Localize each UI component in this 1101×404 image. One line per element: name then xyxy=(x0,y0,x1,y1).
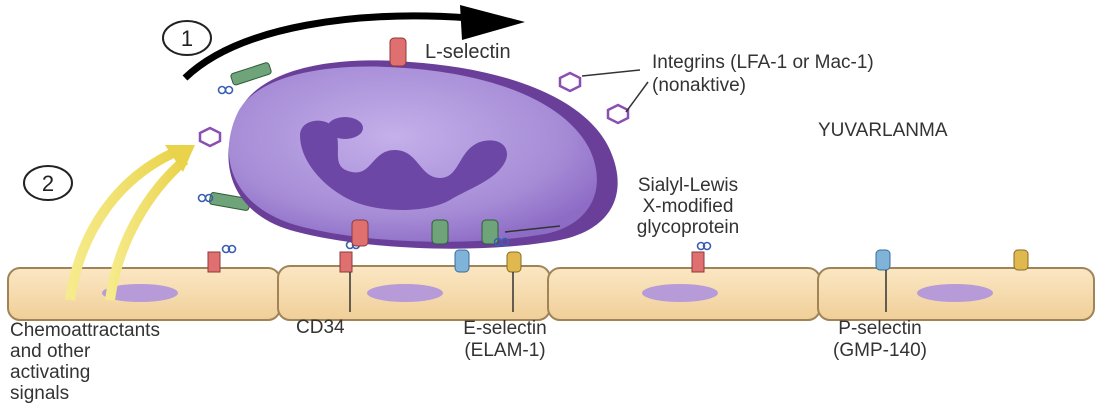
integrin-icon xyxy=(560,73,580,91)
cd34-stalk-2 xyxy=(340,252,352,272)
sialyl-label-line3: glycoprotein xyxy=(637,217,739,238)
step-1-number: 1 xyxy=(181,26,193,51)
nucleus-lobe xyxy=(327,117,363,139)
glycan-icon xyxy=(226,87,233,94)
p-selectin-stalk xyxy=(876,250,890,270)
step-2-marker: 2 xyxy=(24,166,72,200)
step-2-number: 2 xyxy=(42,171,54,196)
step-1-marker: 1 xyxy=(163,21,211,55)
endothelial-nucleus-2 xyxy=(367,284,443,302)
chemo-label-line1: Chemoattractants xyxy=(10,320,160,341)
p-selectin-label-line1: P-selectin xyxy=(838,318,921,339)
chemo-label-line2: and other xyxy=(10,341,91,362)
endothelial-nucleus-4 xyxy=(917,284,993,302)
e-selectin-label-line1: E-selectin xyxy=(463,318,546,339)
endothelial-nucleus-3 xyxy=(642,284,718,302)
integrins-label-line1: Integrins (LFA-1 or Mac-1) xyxy=(652,52,874,73)
sialyl-label-line2: X-modified xyxy=(643,196,734,217)
integrins-label-line2: (nonaktive) xyxy=(652,75,746,96)
l-selectin-bottom-stalk xyxy=(352,220,368,246)
l-selectin-stalk xyxy=(390,38,406,66)
integrin-stalk-left xyxy=(230,62,272,86)
glycan-icon xyxy=(219,87,226,94)
ligand-stalk-1 xyxy=(432,220,448,244)
chemo-label-line3: activating xyxy=(10,362,90,383)
l-selectin-label: L-selectin xyxy=(425,41,511,63)
integrin-icon xyxy=(200,128,220,146)
integrin-icon xyxy=(608,105,628,123)
sialyl-label-line1: Sialyl-Lewis xyxy=(638,175,738,196)
selectin-stalk-mid xyxy=(692,252,704,272)
e-selectin-stalk xyxy=(455,250,469,272)
p-selectin-label-line2: (GMP-140) xyxy=(833,340,927,361)
glycan-icon xyxy=(199,195,206,202)
leukocyte xyxy=(199,38,629,249)
cd34-label: CD34 xyxy=(296,317,345,338)
endothelium xyxy=(8,266,1094,320)
rolling-label: YUVARLANMA xyxy=(818,120,948,141)
e-selectin-label-line2: (ELAM-1) xyxy=(464,340,545,361)
gold-stalk-right xyxy=(1014,250,1028,270)
cd34-stalk-1 xyxy=(208,252,220,272)
chemo-label-line4: signals xyxy=(10,383,69,404)
e-selectin-gold-stalk xyxy=(507,252,521,272)
